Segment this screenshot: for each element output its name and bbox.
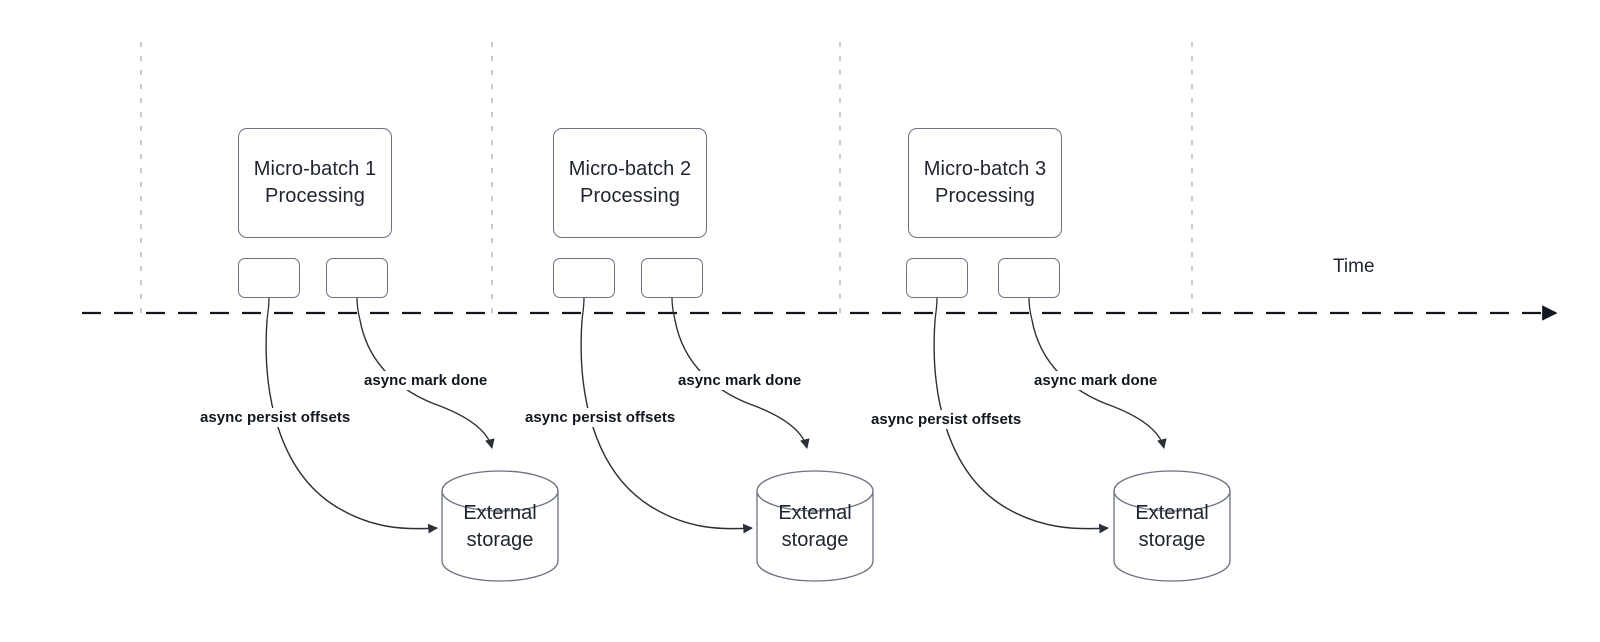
edge-label-mark-done-3: async mark done: [1031, 371, 1161, 390]
micro-batch-3-mark-done-tick-box[interactable]: [998, 258, 1060, 298]
storage-label-wrap-1: External storage: [442, 500, 558, 560]
edge-mark-done-3: [1031, 319, 1167, 449]
micro-batch-3-processing-box[interactable]: Micro-batch 3 Processing: [908, 128, 1062, 238]
time-axis-label: Time: [1333, 256, 1375, 277]
micro-batch-2-mark-done-tick-box[interactable]: [641, 258, 703, 298]
storage-cylinder-1: [441, 470, 559, 582]
micro-batch-1-mark-done-tick-box[interactable]: [326, 258, 388, 298]
external-storage-label-2: External storage: [778, 502, 852, 551]
edge-persist-offsets-2: [580, 319, 753, 534]
storage-cylinder-3: [1113, 470, 1231, 582]
edge-mark-done-1: [359, 319, 495, 449]
micro-batch-2-processing-label: Micro-batch 2 Processing: [568, 158, 692, 207]
storage-label-wrap-3: External storage: [1114, 500, 1230, 560]
batch-separators: [140, 42, 1193, 318]
micro-batch-3-processing-label: Micro-batch 3 Processing: [923, 158, 1047, 207]
micro-batch-1-processing-label: Micro-batch 1 Processing: [253, 158, 377, 207]
edge-mark-done-2: [674, 319, 810, 449]
edge-label-mark-done-2: async mark done: [675, 371, 805, 390]
storage-label-wrap-2: External storage: [757, 500, 873, 560]
micro-batch-1-persist-tick-box[interactable]: [238, 258, 300, 298]
micro-batch-2-persist-tick-box[interactable]: [553, 258, 615, 298]
edge-label-persist-offsets-3: async persist offsets: [868, 410, 1025, 429]
external-storage-label-1: External storage: [463, 502, 537, 551]
mark-done-edges: [359, 319, 1167, 449]
persist-offset-edges: [265, 319, 1109, 534]
edge-label-mark-done-1: async mark done: [361, 371, 491, 390]
external-storage-label-3: External storage: [1135, 502, 1209, 551]
micro-batch-1-processing-box[interactable]: Micro-batch 1 Processing: [238, 128, 392, 238]
edge-label-persist-offsets-2: async persist offsets: [522, 408, 679, 427]
micro-batch-2-processing-box[interactable]: Micro-batch 2 Processing: [553, 128, 707, 238]
edge-persist-offsets-1: [265, 319, 438, 534]
micro-batch-3-persist-tick-box[interactable]: [906, 258, 968, 298]
storage-cylinders: [441, 470, 1231, 582]
edge-label-persist-offsets-1: async persist offsets: [197, 408, 354, 427]
tick-stems: [266, 297, 1033, 321]
edge-persist-offsets-3: [933, 319, 1109, 534]
storage-cylinder-2: [756, 470, 874, 582]
